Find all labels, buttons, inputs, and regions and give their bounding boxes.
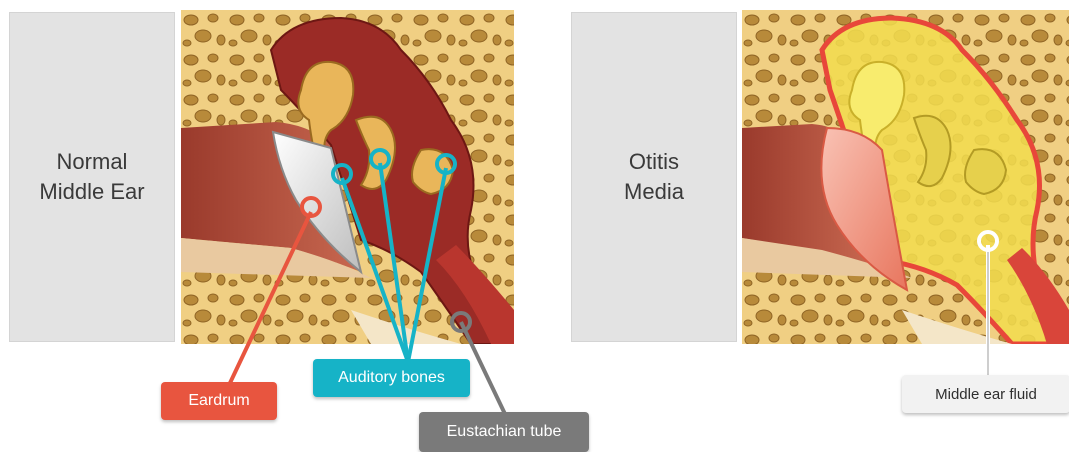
eardrum-leader-line <box>230 212 311 383</box>
auditory-leader-line-2 <box>380 163 408 362</box>
auditory-leader-line-3 <box>408 168 446 362</box>
eardrum-callout: Eardrum <box>161 382 277 420</box>
auditory-leader-line-1 <box>342 178 408 362</box>
middle-ear-fluid-callout: Middle ear fluid <box>902 375 1069 413</box>
eustachian-tube-callout: Eustachian tube <box>419 412 589 452</box>
auditory-bones-callout: Auditory bones <box>313 359 470 397</box>
